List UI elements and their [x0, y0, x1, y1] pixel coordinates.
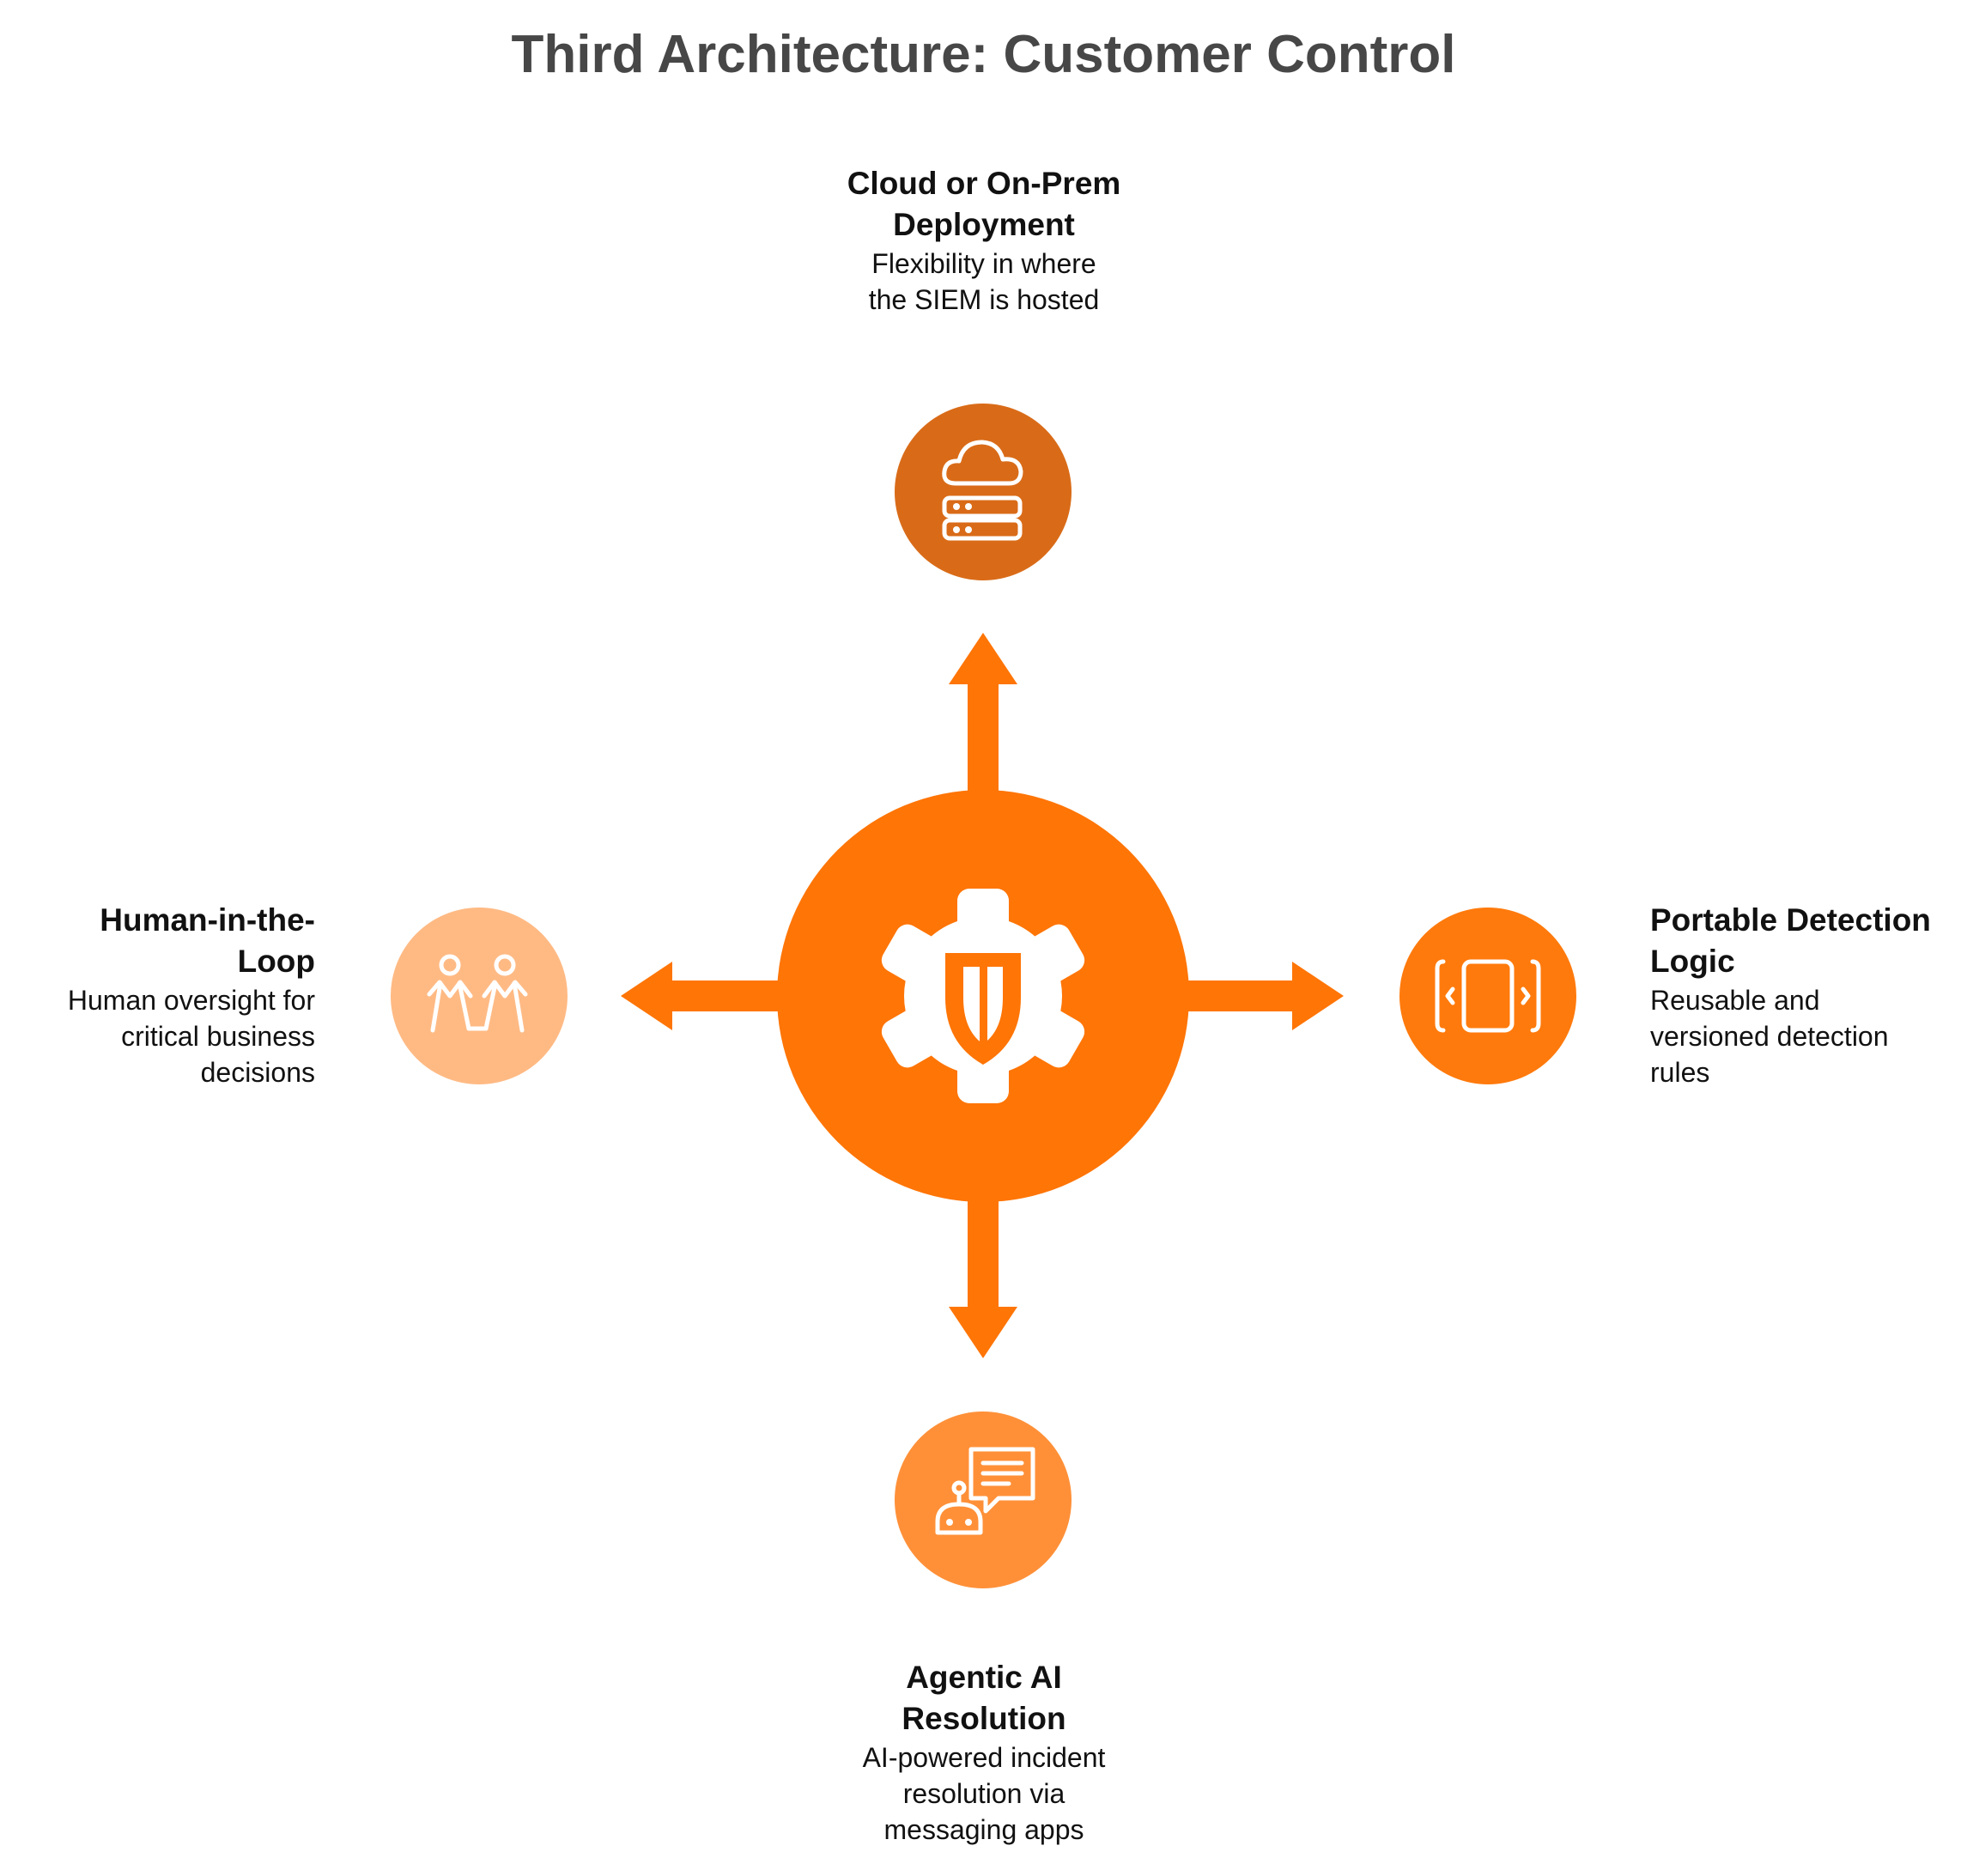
- label-bottom: Agentic AI Resolution AI-powered inciden…: [812, 1657, 1156, 1848]
- node-left[interactable]: [391, 908, 568, 1084]
- arrow-up: [949, 633, 1017, 803]
- server-lights: [953, 503, 972, 533]
- arrow-right: [1172, 962, 1344, 1030]
- label-top: Cloud or On-Prem Deployment Flexibility …: [812, 163, 1156, 318]
- tablet-code-icon: [1435, 959, 1541, 1033]
- robot-eyes: [946, 1519, 972, 1526]
- node-right[interactable]: [1399, 908, 1576, 1084]
- label-right: Portable Detection Logic Reusable and ve…: [1650, 900, 1959, 1090]
- node-bottom-description: AI-powered incident resolution via messa…: [862, 1742, 1106, 1845]
- cloud-server-icon: [942, 440, 1023, 541]
- node-left-description: Human oversight for critical business de…: [67, 985, 315, 1088]
- node-bottom[interactable]: [895, 1412, 1072, 1588]
- label-left: Human-in-the- Loop Human oversight for c…: [17, 900, 315, 1090]
- center-hub: [777, 790, 1189, 1202]
- gear-shield-icon: [881, 889, 1085, 1103]
- node-top-description: Flexibility in where the SIEM is hosted: [868, 248, 1100, 315]
- arrow-left: [621, 962, 798, 1030]
- page-title: Third Architecture: Customer Control: [511, 25, 1456, 84]
- node-right-heading: Portable Detection Logic: [1650, 902, 1931, 979]
- node-top[interactable]: [895, 404, 1072, 580]
- node-right-description: Reusable and versioned detection rules: [1650, 985, 1889, 1088]
- two-people-icon: [427, 954, 528, 1033]
- node-bottom-heading: Agentic AI Resolution: [902, 1660, 1066, 1736]
- node-left-heading: Human-in-the- Loop: [100, 902, 315, 979]
- robot-chat-icon: [935, 1447, 1035, 1535]
- node-top-heading: Cloud or On-Prem Deployment: [847, 166, 1121, 242]
